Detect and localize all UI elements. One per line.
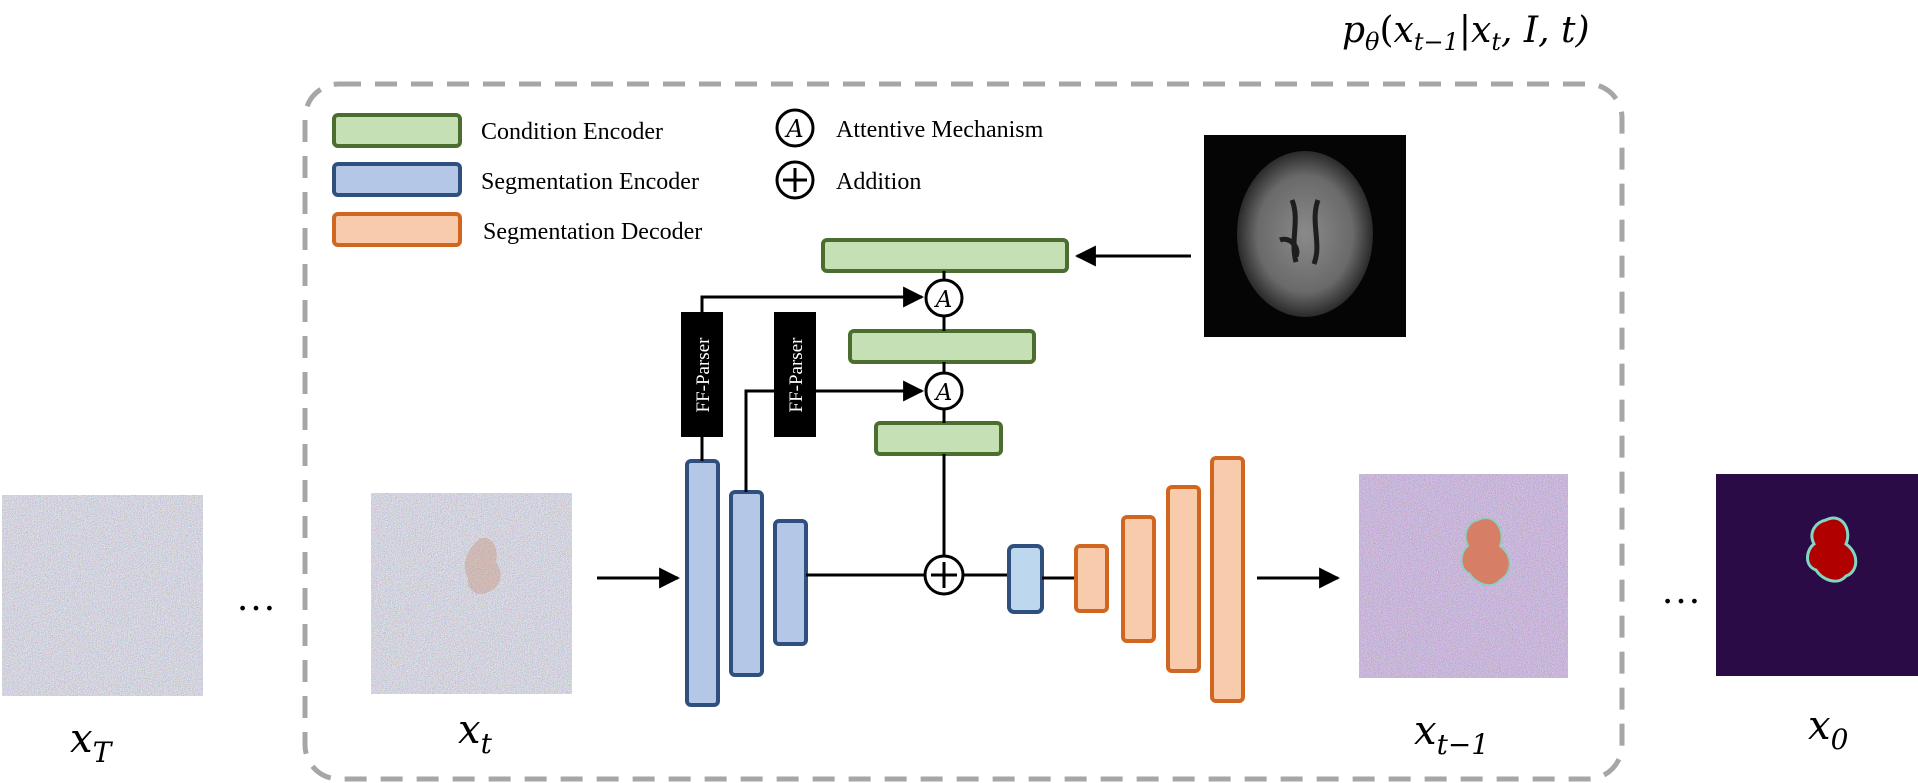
ff1-to-attn1 xyxy=(700,286,925,312)
addition-node-plus xyxy=(931,562,957,588)
legend: Condition Encoder Segmentation Encoder S… xyxy=(332,108,1044,247)
mri-brain xyxy=(1237,151,1373,317)
xt1-output-image xyxy=(1359,474,1568,678)
ff-parser-1 xyxy=(681,312,723,437)
xt-faint-mask xyxy=(464,537,501,595)
x0-output-image xyxy=(1716,474,1918,676)
x0-label: x0 xyxy=(1808,703,1848,756)
legend-addition-plus xyxy=(783,168,807,192)
legend-encoder-swatch xyxy=(332,162,462,197)
xt1-tumor-mask xyxy=(1460,517,1511,587)
x0-tumor-mask xyxy=(1806,516,1858,583)
attentive-node-2-symbol: A xyxy=(934,380,953,406)
xt-noise-image xyxy=(371,493,572,694)
bottleneck-block xyxy=(1007,544,1044,614)
xT-label: xT xyxy=(70,716,114,769)
legend-attentive-label: Attentive Mechanism xyxy=(836,117,1044,143)
condition-block-1 xyxy=(821,238,1069,273)
transition-formula: pθ(xt−1|xt, I, t) xyxy=(1342,10,1590,56)
attentive-node-2 xyxy=(924,371,964,411)
condition-block-2 xyxy=(848,329,1036,364)
encoder-block-2 xyxy=(729,490,764,677)
legend-condition-label: Condition Encoder xyxy=(481,119,663,145)
legend-decoder-label: Segmentation Decoder xyxy=(483,219,702,245)
enc2-to-ff2 xyxy=(744,389,774,492)
encoder-block-3 xyxy=(773,519,808,646)
mri-ventricles xyxy=(1279,199,1321,265)
xt1-label: xt−1 xyxy=(1414,708,1489,761)
legend-attentive-symbol: A xyxy=(784,115,803,143)
model-frame xyxy=(302,81,1625,782)
decoder-block-3 xyxy=(1166,485,1201,673)
encoder-block-1 xyxy=(685,459,720,707)
legend-condition-swatch xyxy=(332,113,462,148)
legend-addition-label: Addition xyxy=(836,169,921,195)
legend-encoder-label: Segmentation Encoder xyxy=(481,169,699,195)
decoder-block-2 xyxy=(1121,515,1156,643)
attentive-node-1-symbol: A xyxy=(934,287,953,313)
ff-parser-1-label: FF-Parser xyxy=(693,337,714,413)
attentive-node-1 xyxy=(924,278,964,318)
decoder-block-1 xyxy=(1074,544,1109,613)
xT-noise-image xyxy=(2,495,203,696)
ff-parser-2 xyxy=(774,312,816,437)
legend-attentive-icon xyxy=(775,108,815,148)
condition-block-3 xyxy=(874,421,1003,456)
ellipsis-right: … xyxy=(1661,567,1701,612)
legend-decoder-swatch xyxy=(332,212,462,247)
decoder-block-4 xyxy=(1210,456,1245,703)
xt-label: xt xyxy=(458,707,493,760)
ff-parser-2-label: FF-Parser xyxy=(786,337,807,413)
ellipsis-left: … xyxy=(236,574,276,619)
